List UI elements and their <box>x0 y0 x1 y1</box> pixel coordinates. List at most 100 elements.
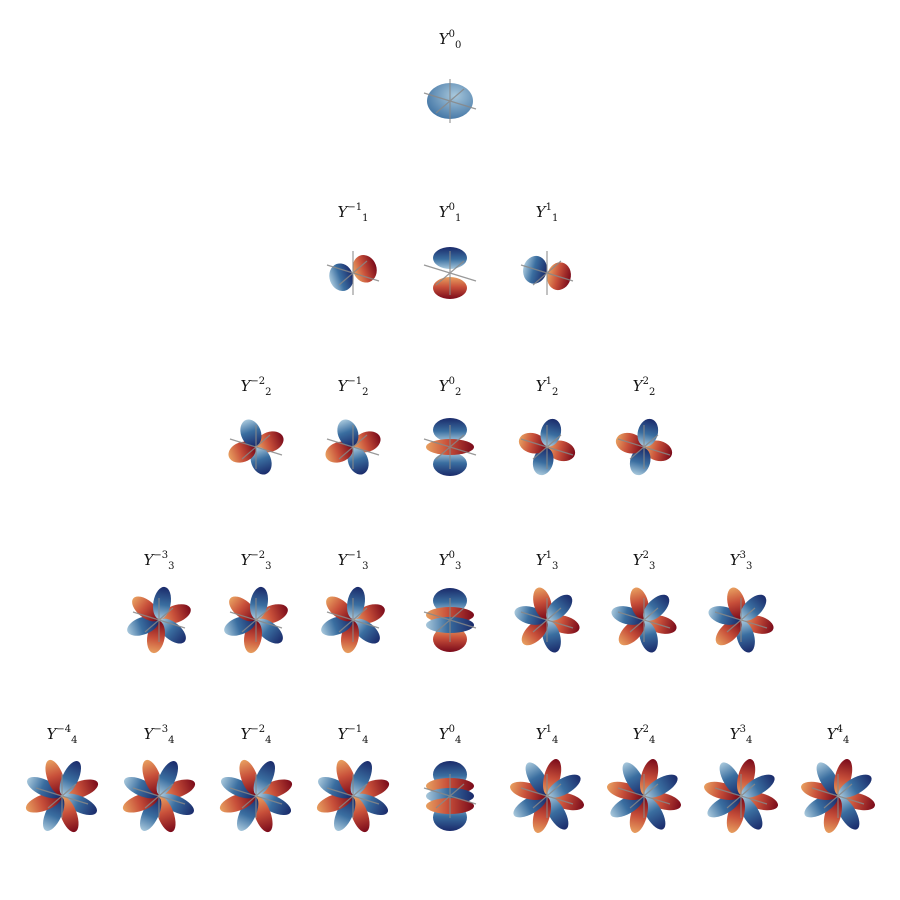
label-base: Y <box>337 725 348 743</box>
label-order: −2 <box>250 550 266 561</box>
label-degree: 4 <box>745 735 753 746</box>
harmonic-glyph <box>606 758 682 834</box>
harmonic-glyph <box>25 759 99 833</box>
harmonic-glyph <box>321 586 385 654</box>
lobe <box>329 263 354 291</box>
lobe <box>228 441 256 463</box>
harmonic-glyph <box>326 251 380 295</box>
label-base: Y <box>240 725 251 743</box>
label-order: −1 <box>347 724 363 735</box>
label-base: Y <box>438 725 449 743</box>
label-base: Y <box>632 725 643 743</box>
label-base: Y <box>143 551 154 569</box>
lobe <box>326 596 354 622</box>
axes <box>520 774 574 818</box>
label-base: Y <box>337 377 348 395</box>
label-order: −2 <box>250 724 266 735</box>
label-base: Y <box>240 551 251 569</box>
lobe <box>156 760 179 796</box>
harmonic-glyph <box>224 586 288 654</box>
lobe <box>347 586 365 620</box>
lobe <box>236 796 259 832</box>
label-order: 0 <box>448 29 455 40</box>
lobe <box>642 796 666 830</box>
label-base: Y <box>632 551 643 569</box>
axes <box>811 774 865 818</box>
axes <box>520 425 574 469</box>
lobe <box>719 762 743 796</box>
harmonic-label: Y02 <box>420 376 480 398</box>
harmonic-glyph <box>423 418 477 476</box>
axes <box>326 251 380 295</box>
label-degree: 2 <box>362 387 369 398</box>
lobe <box>521 619 548 646</box>
label-order: 3 <box>739 724 746 735</box>
lobe <box>325 441 353 463</box>
lobe <box>804 794 838 818</box>
axes <box>423 774 477 818</box>
lobe <box>707 794 741 818</box>
label-degree: 3 <box>648 561 656 572</box>
label-order: 0 <box>448 550 455 561</box>
axes <box>229 598 283 642</box>
axes <box>35 774 89 818</box>
lobe <box>253 760 276 796</box>
label-degree: 3 <box>362 561 369 572</box>
harmonic-glyph <box>423 247 477 299</box>
harmonic-label: Y−22 <box>226 377 286 398</box>
harmonic-glyph <box>509 758 585 834</box>
lobe <box>59 760 82 796</box>
axes <box>714 774 768 818</box>
label-degree: 4 <box>551 735 559 746</box>
harmonic-glyph <box>316 759 390 833</box>
harmonic-label: Y−24 <box>226 724 286 746</box>
harmonic-label: Y23 <box>614 551 674 572</box>
label-order: 1 <box>545 202 552 213</box>
harmonic-glyph <box>127 586 191 654</box>
harmonic-glyph <box>703 758 779 834</box>
lobe <box>643 594 670 621</box>
axes <box>229 425 283 469</box>
label-order: 1 <box>545 724 552 735</box>
harmonic-glyph <box>708 587 774 653</box>
label-base: Y <box>240 377 251 395</box>
harmonic-label: Y−34 <box>129 724 189 746</box>
axes <box>229 774 283 818</box>
label-order: 2 <box>642 376 649 387</box>
axes <box>617 774 671 818</box>
label-degree: 0 <box>454 40 462 51</box>
harmonic-glyph <box>325 419 381 475</box>
harmonic-label: Y22 <box>614 376 674 398</box>
harmonic-label: Y14 <box>517 724 577 746</box>
harmonic-glyph <box>423 760 477 832</box>
axes <box>326 774 380 818</box>
harmonic-glyph <box>518 418 576 476</box>
lobe <box>42 796 65 832</box>
label-degree: 1 <box>551 213 559 224</box>
label-order: 1 <box>545 376 552 387</box>
lobe <box>353 431 381 453</box>
harmonic-label: Y03 <box>420 550 480 572</box>
axes <box>423 425 477 469</box>
lobe <box>836 796 860 830</box>
label-order: −1 <box>347 550 363 561</box>
label-base: Y <box>826 725 837 743</box>
harmonic-label: Y00 <box>420 29 480 51</box>
label-order: −3 <box>153 724 169 735</box>
lobe <box>610 794 644 818</box>
label-degree: 3 <box>168 561 175 572</box>
label-order: 0 <box>448 376 455 387</box>
harmonic-label: Y−23 <box>226 550 286 572</box>
label-degree: 4 <box>362 735 369 746</box>
axes <box>423 598 477 642</box>
harmonic-label: Y−12 <box>323 377 383 398</box>
label-degree: 1 <box>454 213 462 224</box>
label-order: 2 <box>642 724 649 735</box>
harmonic-glyph <box>514 587 580 653</box>
axes <box>423 251 477 295</box>
lobe <box>158 618 186 644</box>
lobe <box>545 796 569 830</box>
lobe <box>352 255 377 283</box>
axes <box>132 774 186 818</box>
label-degree: 2 <box>265 387 272 398</box>
